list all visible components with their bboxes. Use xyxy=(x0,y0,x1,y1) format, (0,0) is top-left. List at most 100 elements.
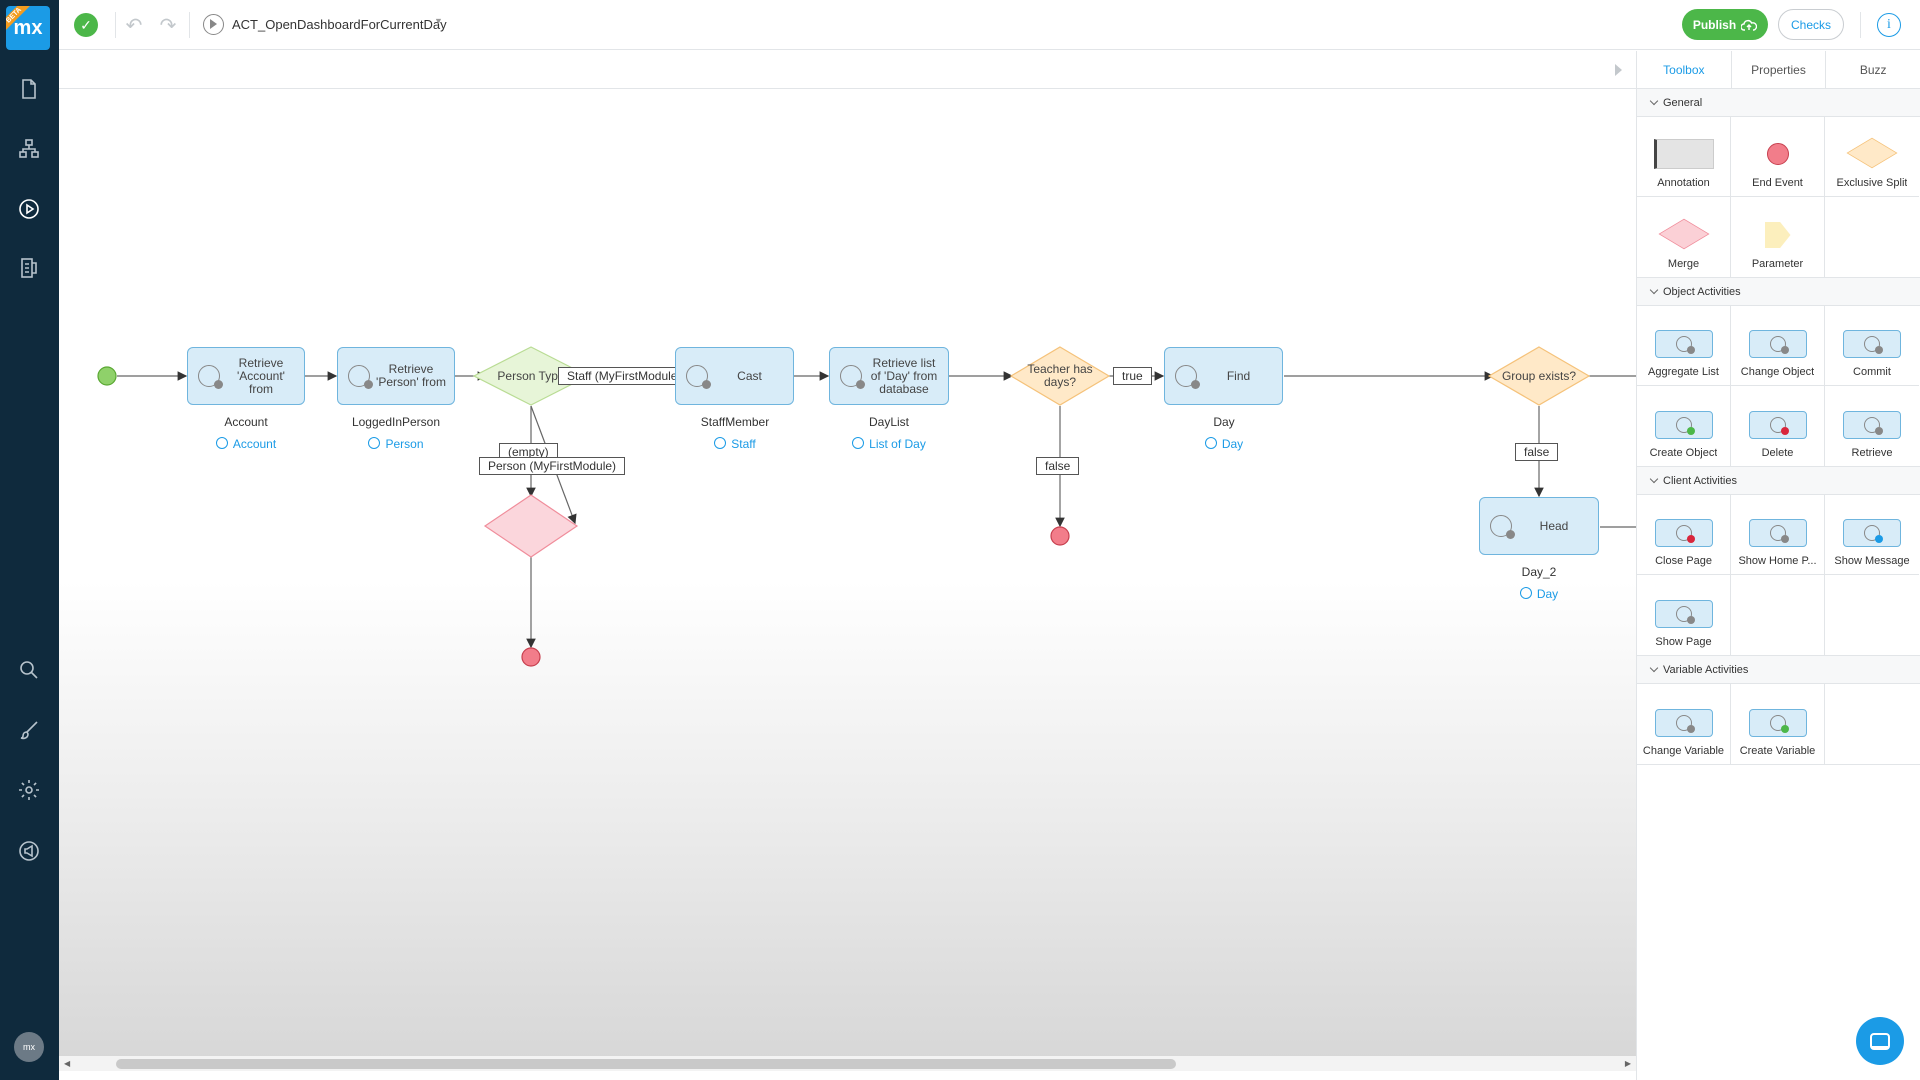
section-variable-activities[interactable]: Variable Activities xyxy=(1637,656,1920,684)
split-label: Group exists? xyxy=(1501,369,1577,383)
activity-caption: Day xyxy=(1213,415,1235,429)
tool-aggregate-list[interactable]: Aggregate List xyxy=(1637,306,1731,386)
empty-tool-slot xyxy=(1825,575,1919,655)
tool-show-message[interactable]: Show Message xyxy=(1825,495,1919,575)
tool-commit[interactable]: Commit xyxy=(1825,306,1919,386)
microflow-icon[interactable] xyxy=(14,194,44,224)
edge-label-false[interactable]: false xyxy=(1036,457,1080,475)
user-avatar[interactable]: mx xyxy=(14,1032,44,1062)
settings-gear-icon[interactable] xyxy=(14,775,44,805)
status-check-icon: ✓ xyxy=(74,13,98,37)
collapse-panel-icon[interactable] xyxy=(1615,64,1622,76)
scroll-right-icon[interactable]: ▶ xyxy=(1624,1059,1631,1068)
tool-create-variable[interactable]: Create Variable xyxy=(1731,684,1825,764)
undo-icon[interactable]: ↶ xyxy=(125,14,143,37)
section-object-activities[interactable]: Object Activities xyxy=(1637,278,1920,306)
tool-retrieve[interactable]: Retrieve xyxy=(1825,386,1919,466)
retrieve-icon xyxy=(1843,411,1901,439)
person-type-split[interactable] xyxy=(472,346,590,406)
entity-link[interactable]: Person xyxy=(316,437,476,451)
horizontal-scrollbar[interactable]: ◀ ▶ xyxy=(59,1056,1636,1071)
section-client-activities[interactable]: Client Activities xyxy=(1637,467,1920,495)
tool-annotation[interactable]: Annotation xyxy=(1637,117,1731,197)
activity-label: Retrieve 'Account' from xyxy=(237,355,285,396)
tool-parameter[interactable]: Parameter xyxy=(1731,197,1825,277)
split-label: Teacher has days? xyxy=(1027,362,1093,389)
tool-change-variable[interactable]: Change Variable xyxy=(1637,684,1731,764)
tool-create-object[interactable]: Create Object xyxy=(1637,386,1731,466)
page-icon[interactable] xyxy=(14,74,44,104)
tool-end-event[interactable]: End Event xyxy=(1731,117,1825,197)
find-icon xyxy=(1175,365,1200,389)
tool-show-home-page[interactable]: Show Home P... xyxy=(1731,495,1825,575)
section-general[interactable]: General xyxy=(1637,89,1920,117)
activity-label: Retrieve 'Person' from xyxy=(376,362,446,389)
retrieve-account-activity[interactable]: Retrieve 'Account' from xyxy=(187,347,305,405)
microflow-canvas[interactable]: Retrieve 'Account' from Account Account … xyxy=(59,51,1636,1071)
document-dropdown-icon[interactable]: ▼ xyxy=(434,16,443,26)
tool-show-page[interactable]: Show Page xyxy=(1637,575,1731,655)
microflow-document-icon xyxy=(203,14,224,35)
tool-exclusive-split[interactable]: Exclusive Split xyxy=(1825,117,1919,197)
section-title: General xyxy=(1663,96,1703,109)
edge-label-person[interactable]: Person (MyFirstModule) xyxy=(479,457,626,475)
head-activity[interactable]: Head xyxy=(1479,497,1599,555)
app-explorer-icon[interactable] xyxy=(14,253,44,283)
group-exists-split[interactable] xyxy=(1487,346,1591,406)
redo-icon[interactable]: ↷ xyxy=(159,14,177,37)
teacher-has-days-split[interactable] xyxy=(1009,346,1111,406)
tool-label: Retrieve xyxy=(1851,447,1893,459)
entity-link[interactable]: Staff xyxy=(655,437,815,451)
tab-buzz[interactable]: Buzz xyxy=(1859,62,1887,77)
find-activity[interactable]: Find xyxy=(1164,347,1283,405)
tab-toolbox[interactable]: Toolbox xyxy=(1637,51,1732,88)
merge-node[interactable] xyxy=(483,494,579,558)
parameter-icon xyxy=(1764,222,1791,248)
retrieve-daylist-activity[interactable]: Retrieve list of 'Day' from database xyxy=(829,347,949,405)
split-label: Person Type xyxy=(497,369,565,383)
tool-label: Merge xyxy=(1667,258,1700,270)
object-activity-tools: Aggregate List Change Object Commit Crea… xyxy=(1637,306,1920,467)
cast-activity[interactable]: Cast xyxy=(675,347,794,405)
retrieve-person-activity[interactable]: Retrieve 'Person' from xyxy=(337,347,455,405)
checks-button[interactable]: Checks xyxy=(1778,9,1844,40)
commit-icon xyxy=(1843,330,1901,358)
entity-link[interactable]: List of Day xyxy=(809,437,969,451)
edge-label-true[interactable]: true xyxy=(1113,367,1152,385)
end-event-teacher[interactable] xyxy=(1050,526,1070,546)
chat-support-button[interactable] xyxy=(1856,1017,1904,1065)
end-event-merge[interactable] xyxy=(521,647,541,667)
start-event[interactable] xyxy=(97,366,117,386)
mendix-logo[interactable]: BETA mx xyxy=(6,6,50,50)
cloud-upload-icon xyxy=(1741,19,1758,31)
search-icon[interactable] xyxy=(14,655,44,685)
panel-tabs: Toolbox Properties Buzz xyxy=(1637,51,1920,89)
retrieve-icon xyxy=(198,365,223,389)
scrollbar-thumb[interactable] xyxy=(116,1059,1176,1069)
document-title[interactable]: ACT_OpenDashboardForCurrentDay xyxy=(232,17,447,32)
activity-label: Head xyxy=(1539,518,1569,533)
entity-link[interactable]: Day xyxy=(1459,587,1619,601)
info-icon[interactable]: i xyxy=(1877,13,1901,37)
edge-label-staff[interactable]: Staff (MyFirstModule) xyxy=(558,367,691,385)
tool-close-page[interactable]: Close Page xyxy=(1637,495,1731,575)
publish-label: Publish xyxy=(1692,17,1737,32)
theme-brush-icon[interactable] xyxy=(14,715,44,745)
tool-delete[interactable]: Delete xyxy=(1731,386,1825,466)
entity-link[interactable]: Day xyxy=(1144,437,1304,451)
general-tools: Annotation End Event Exclusive Split Mer… xyxy=(1637,117,1920,278)
toolbar-divider xyxy=(189,12,190,38)
entity-link[interactable]: Account xyxy=(166,437,326,451)
activity-label: Retrieve list of 'Day' from database xyxy=(870,355,938,396)
section-title: Client Activities xyxy=(1663,474,1737,487)
tool-change-object[interactable]: Change Object xyxy=(1731,306,1825,386)
empty-tool-slot xyxy=(1825,197,1919,277)
edge-label-false[interactable]: false xyxy=(1515,443,1559,461)
scroll-left-icon[interactable]: ◀ xyxy=(64,1059,71,1068)
domain-model-icon[interactable] xyxy=(14,134,44,164)
chevron-down-icon xyxy=(1649,663,1659,673)
publish-button[interactable]: Publish xyxy=(1682,9,1768,40)
tab-properties[interactable]: Properties xyxy=(1732,51,1827,88)
tool-merge[interactable]: Merge xyxy=(1637,197,1731,277)
feedback-megaphone-icon[interactable] xyxy=(14,836,44,866)
